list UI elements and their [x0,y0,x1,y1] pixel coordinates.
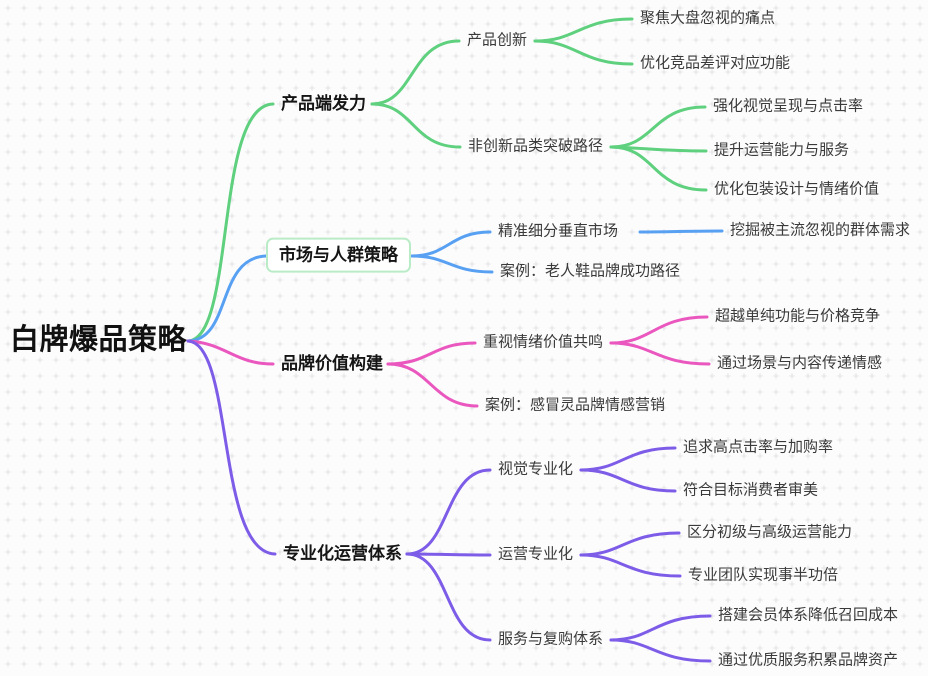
connector-line [609,105,707,149]
connector-line [186,102,275,343]
leaf-target-consumer-aesthetics[interactable]: 符合目标消费者审美 [683,481,819,499]
branch-product-side[interactable]: 产品端发力 [281,93,366,113]
node-case-elderly-shoes[interactable]: 案例：老人鞋品牌成功路径 [500,262,681,280]
connector-line [370,102,462,149]
leaf-operation-capability-service[interactable]: 提升运营能力与服务 [714,141,850,159]
connector-line [609,341,711,366]
leaf-membership-recall-cost[interactable]: 搭建会员体系降低召回成本 [718,606,899,624]
connector-line [386,341,477,366]
leaf-junior-senior-operation[interactable]: 区分初级与高级运营能力 [687,523,853,541]
leaf-focus-overlooked-painpoints[interactable]: 聚焦大盘忽视的痛点 [640,9,776,27]
node-non-innovative-breakthrough[interactable]: 非创新品类突破路径 [468,137,604,155]
node-case-ganmaoling[interactable]: 案例：感冒灵品牌情感营销 [485,396,666,414]
branch-lines-brand-value [186,315,711,408]
leaf-optimize-competitor-negative-reviews[interactable]: 优化竞品差评对应功能 [640,54,791,72]
connector-line [405,468,492,556]
branch-brand-value[interactable]: 品牌价值构建 [281,353,383,373]
root-node[interactable]: 白牌爆品策略 [10,324,188,357]
leaf-overlooked-group-needs[interactable]: 挖掘被主流忽视的群体需求 [730,221,911,239]
connector-line [186,339,275,366]
branch-market-audience[interactable]: 市场与人群策略 [266,237,411,273]
branch-lines-market-audience [186,229,724,343]
node-vertical-market-segmentation[interactable]: 精准细分垂直市场 [498,222,619,240]
connector-line [609,315,709,345]
leaf-beyond-function-price[interactable]: 超越单纯功能与价格竞争 [715,307,881,325]
connector-line [186,254,268,343]
node-service-repurchase-system[interactable]: 服务与复购体系 [498,630,604,648]
node-operation-professionalization[interactable]: 运营专业化 [498,545,574,563]
leaf-professional-team-efficiency[interactable]: 专业团队实现事半功倍 [688,566,839,584]
connector-line [533,39,634,66]
connector-line [579,468,677,493]
leaf-visual-presentation-ctr[interactable]: 强化视觉呈现与点击率 [713,97,864,115]
connector-line [638,229,724,234]
connector-line [405,552,492,557]
node-emotional-value-resonance[interactable]: 重视情绪价值共鸣 [483,333,604,351]
branch-lines-product-side [186,17,708,343]
node-visual-professionalization[interactable]: 视觉专业化 [498,460,574,478]
leaf-scene-content-emotion[interactable]: 通过场景与内容传递情感 [717,354,883,372]
connector-line [386,362,479,408]
leaf-packaging-emotional-value[interactable]: 优化包装设计与情绪价值 [714,180,880,198]
connector-line [370,39,461,106]
connector-line [609,145,708,192]
node-product-innovation[interactable]: 产品创新 [467,31,528,49]
connector-line [579,553,682,578]
connector-line [186,339,277,556]
leaf-high-ctr-cart-rate[interactable]: 追求高点击率与加购率 [683,438,834,456]
connector-line [410,254,494,274]
connector-line [609,638,712,663]
branch-professional-operations[interactable]: 专业化运营体系 [283,543,402,563]
branch-lines-professional-operations [186,339,712,663]
leaf-quality-service-brand-assets[interactable]: 通过优质服务积累品牌资产 [718,651,899,669]
connector-line [405,552,492,642]
